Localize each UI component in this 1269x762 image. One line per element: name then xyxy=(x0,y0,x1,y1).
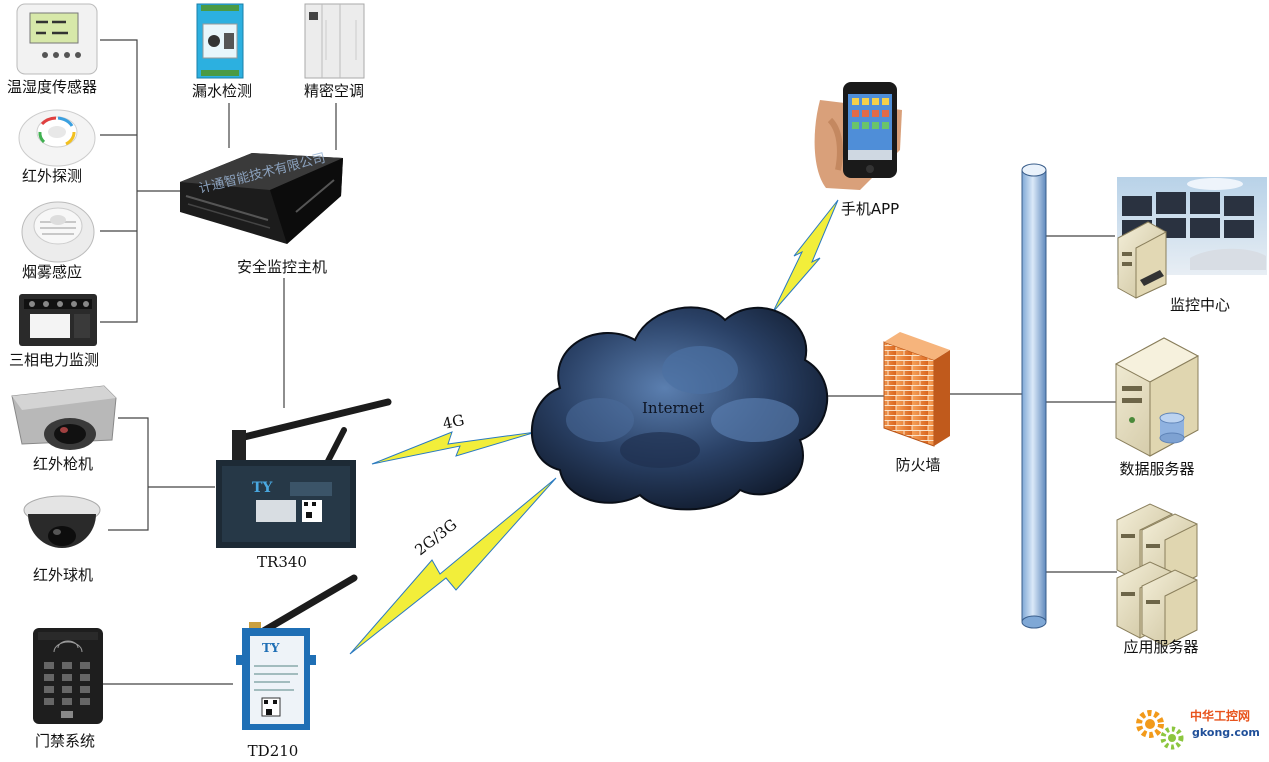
firewall: 防火墙 xyxy=(883,332,950,474)
link-4g-label: 4G xyxy=(441,411,466,433)
precision-ac-label: 精密空调 xyxy=(304,82,364,100)
wireless-link-2g3g: 2G/3G xyxy=(349,477,557,655)
data-server: 数据服务器 xyxy=(1114,337,1200,478)
link-2g3g-label: 2G/3G xyxy=(411,515,460,559)
monitor-center: 监控中心 xyxy=(1117,177,1267,314)
security-monitor-host: 计通智能技术有限公司 安全监控主机 xyxy=(180,151,343,276)
infrared-detector: 红外探测 xyxy=(18,109,96,185)
data-server-label: 数据服务器 xyxy=(1119,460,1194,478)
internet-cloud: Internet xyxy=(530,306,829,511)
router-td210: TY TD210 xyxy=(236,574,358,760)
connection-lines xyxy=(100,39,1118,685)
ir-bullet-cam-label: 红外枪机 xyxy=(33,455,93,473)
three-phase-power-monitor: 三相电力监测 xyxy=(9,294,99,369)
smoke-label: 烟雾感应 xyxy=(22,263,82,281)
smoke-detector: 烟雾感应 xyxy=(21,201,95,281)
leak-detector: 漏水检测 xyxy=(192,3,252,100)
access-control-keypad: 门禁系统 xyxy=(33,628,103,750)
power-monitor-label: 三相电力监测 xyxy=(9,351,99,369)
router-tr340: TY TR340 xyxy=(216,398,392,571)
infrared-bullet-camera: 红外枪机 xyxy=(11,385,117,473)
mobile-app-label: 手机APP xyxy=(841,200,899,218)
svg-text:TY: TY xyxy=(262,641,280,655)
temp-humidity-label: 温湿度传感器 xyxy=(7,78,97,96)
ir-dome-cam-label: 红外球机 xyxy=(33,566,93,584)
wireless-link-4g: 4G xyxy=(371,411,537,465)
app-server: 应用服务器 xyxy=(1116,503,1199,656)
gkong-watermark: 中华工控网 gkong.com xyxy=(1136,708,1260,750)
access-control-label: 门禁系统 xyxy=(35,732,95,750)
firewall-label: 防火墙 xyxy=(895,456,940,474)
monitor-host-label: 安全监控主机 xyxy=(237,258,327,276)
gear-icon xyxy=(1136,710,1184,750)
mobile-phone: 手机APP xyxy=(814,82,902,218)
watermark-domain: gkong.com xyxy=(1192,726,1260,739)
leak-detect-label: 漏水检测 xyxy=(192,82,252,100)
monitor-center-server-icon xyxy=(1117,221,1167,299)
td210-label: TD210 xyxy=(248,742,299,760)
network-backbone xyxy=(1021,163,1047,629)
internet-label: Internet xyxy=(642,399,704,417)
precision-air-conditioner: 精密空调 xyxy=(304,3,365,100)
tr340-label: TR340 xyxy=(257,553,307,571)
temp-humidity-sensor: 温湿度传感器 xyxy=(7,3,98,96)
monitor-center-label: 监控中心 xyxy=(1170,296,1230,314)
infrared-dome-camera: 红外球机 xyxy=(23,495,101,584)
infrared-detect-label: 红外探测 xyxy=(22,167,82,185)
database-cylinder-icon xyxy=(1159,412,1185,444)
svg-text:TY: TY xyxy=(252,480,273,496)
wireless-link-mobile xyxy=(772,199,839,313)
app-server-label: 应用服务器 xyxy=(1123,638,1198,656)
watermark-brand: 中华工控网 xyxy=(1190,708,1250,723)
